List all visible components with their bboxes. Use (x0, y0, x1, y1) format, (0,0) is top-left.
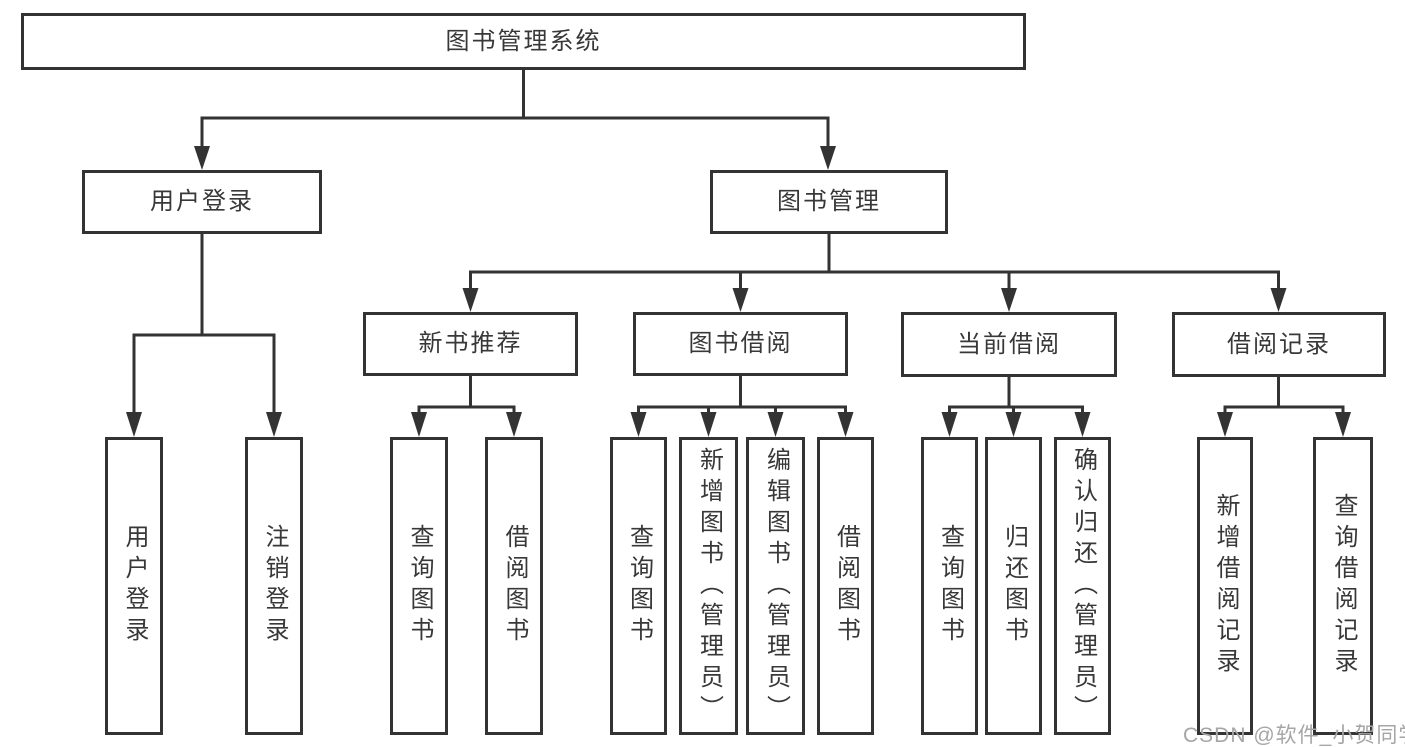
leaf-borrowing-borrow-books: 借阅图书 (817, 437, 874, 735)
arrowheads-borrowing-records-leaves (1217, 412, 1351, 437)
node-label: 图书管理 (777, 188, 881, 215)
connector-borrowing-records-to-leaves (1223, 377, 1345, 414)
node-label: 图书借阅 (688, 330, 793, 357)
node-current-borrowing: 当前借阅 (901, 312, 1117, 377)
node-label: 当前借阅 (957, 330, 1061, 358)
node-label: 新书推荐 (418, 330, 523, 357)
connector-book-management-to-level3 (469, 233, 1280, 289)
leaf-records-add-record: 新增借阅记录 (1197, 437, 1253, 735)
node-borrowing-records: 借阅记录 (1172, 312, 1386, 377)
arrowheads-level2 (194, 146, 836, 170)
node-book-borrowing: 图书借阅 (633, 312, 848, 376)
node-label: 确认归还（管理员） (1069, 446, 1097, 726)
node-label: 归还图书 (1000, 524, 1028, 648)
node-label: 新增图书（管理员） (695, 446, 723, 726)
node-label: 图书管理系统 (445, 27, 602, 55)
node-label: 借阅图书 (501, 524, 528, 648)
leaf-borrowing-edit-books-admin: 编辑图书（管理员） (746, 437, 805, 735)
leaf-new-book-query-books: 查询图书 (390, 437, 448, 735)
leaf-current-confirm-return-admin: 确认归还（管理员） (1054, 437, 1111, 735)
node-label: 查询图书 (936, 524, 964, 648)
node-label: 查询借阅记录 (1330, 493, 1357, 679)
connector-book-borrowing-to-leaves (637, 376, 847, 414)
leaf-current-query-books: 查询图书 (921, 437, 978, 735)
node-label: 查询图书 (625, 524, 653, 648)
arrowheads-user-login-leaves (126, 412, 282, 437)
node-library-management-system: 图书管理系统 (21, 13, 1026, 70)
node-user-login: 用户登录 (82, 170, 322, 234)
arrowheads-new-book-leaves (411, 412, 522, 437)
leaf-user-login: 用户登录 (105, 437, 163, 735)
node-label: 编辑图书（管理员） (762, 446, 790, 726)
leaf-borrowing-query-books: 查询图书 (610, 437, 667, 735)
node-label: 新增借阅记录 (1212, 493, 1239, 679)
node-label: 用户登录 (121, 524, 148, 648)
leaf-records-query-record: 查询借阅记录 (1313, 437, 1373, 735)
arrowheads-current-borrowing-leaves (941, 412, 1091, 437)
connector-current-borrowing-to-leaves (948, 377, 1084, 414)
node-label: 用户登录 (150, 188, 254, 215)
connector-new-book-to-leaves (417, 376, 516, 414)
leaf-current-return-books: 归还图书 (985, 437, 1042, 735)
connector-user-login-to-leaves (132, 233, 276, 414)
node-label: 查询图书 (406, 524, 433, 648)
arrowheads-book-borrowing-leaves (630, 412, 854, 437)
connector-root-to-level2 (200, 69, 830, 147)
leaf-new-book-borrow-books: 借阅图书 (485, 437, 543, 735)
node-label: 借阅图书 (832, 524, 860, 648)
leaf-logout: 注销登录 (245, 437, 303, 735)
leaf-borrowing-add-books-admin: 新增图书（管理员） (679, 437, 738, 735)
node-book-management: 图书管理 (710, 170, 948, 234)
csdn-watermark: CSDN @软件_小贺同学 (1183, 724, 1405, 747)
node-label: 注销登录 (261, 524, 288, 648)
arrowheads-level3 (462, 288, 1287, 312)
node-new-book-recommend: 新书推荐 (363, 312, 578, 376)
node-label: 借阅记录 (1227, 330, 1331, 358)
